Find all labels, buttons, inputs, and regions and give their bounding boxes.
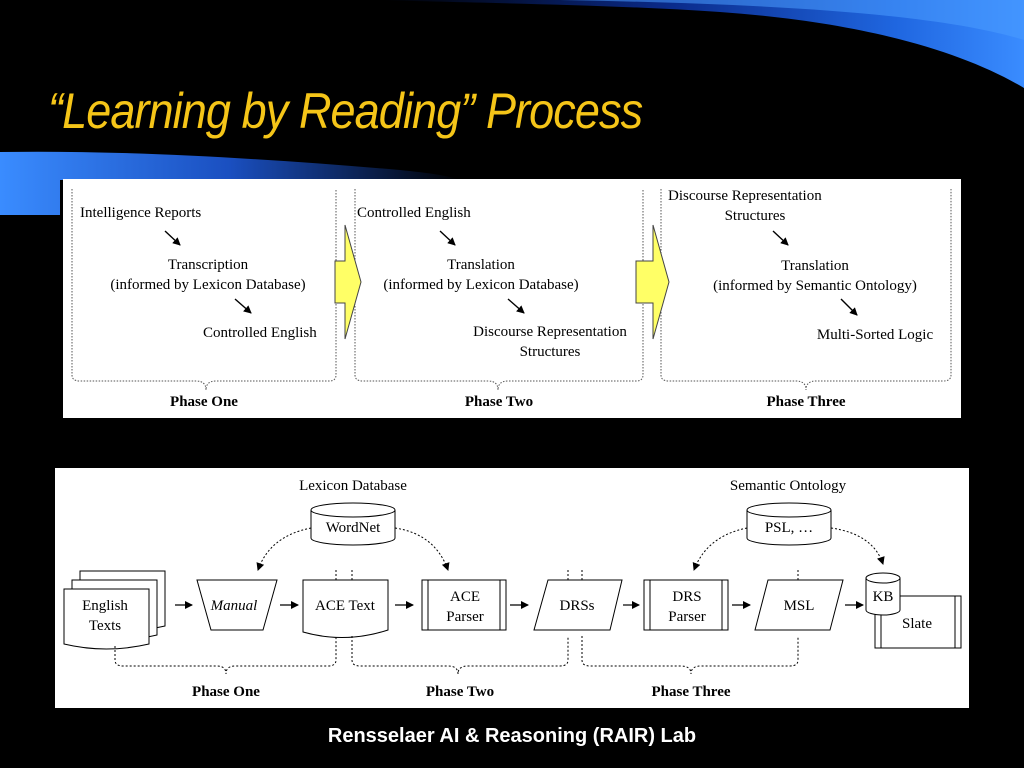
wordnet-label: WordNet — [326, 520, 381, 536]
bottom-phase-three-bracket — [581, 636, 799, 675]
ace-parser-label-cont: Parser — [446, 609, 484, 625]
bottom-phase-one-bracket — [114, 636, 337, 675]
phase-one-process: Transcription — [168, 257, 249, 273]
phase-two-process-note: (informed by Lexicon Database) — [383, 277, 578, 293]
phase-three-input: Discourse Representation — [668, 188, 822, 204]
ace-parser-label: ACE — [450, 589, 480, 605]
kb-database: KB — [865, 572, 901, 616]
phase-three-process: Translation — [781, 258, 849, 274]
manual-label: Manual — [210, 598, 258, 614]
phase-one-bracket — [71, 189, 337, 391]
bottom-phase-one-label: Phase One — [192, 684, 260, 700]
msl-label: MSL — [784, 598, 815, 614]
ace-text-label: ACE Text — [315, 598, 376, 614]
footer-credit: Rensselaer AI & Reasoning (RAIR) Lab — [327, 725, 697, 747]
ontology-to-kb-arrow — [830, 527, 885, 565]
phase-one-output: Controlled English — [203, 325, 317, 341]
left-swoosh — [0, 151, 460, 215]
slate-node: Slate — [874, 595, 962, 649]
lexicon-to-manual-arrow — [256, 527, 312, 571]
phase-three-input-cont: Structures — [725, 208, 786, 224]
phase-one-process-note: (informed by Lexicon Database) — [110, 277, 305, 293]
psl-database: PSL, … — [746, 502, 832, 546]
lexicon-database-label: Lexicon Database — [299, 478, 407, 494]
bottom-phase-two-bracket — [351, 636, 569, 675]
semantic-ontology-label: Semantic Ontology — [730, 478, 847, 494]
ace-parser-node: ACE Parser — [421, 579, 507, 631]
ace-text-node: ACE Text — [302, 579, 389, 638]
slate-label: Slate — [902, 616, 932, 632]
phase-two-bracket — [354, 189, 644, 391]
drs-parser-node: DRS Parser — [643, 579, 729, 631]
pipeline-flowchart: Lexicon Database WordNet Semantic Ontolo… — [55, 468, 969, 708]
phase-three-label: Phase Three — [766, 394, 845, 410]
kb-label: KB — [873, 589, 894, 605]
phase-transition-arrow-2 — [635, 224, 670, 340]
msl-node: MSL — [754, 579, 844, 631]
drss-node: DRSs — [533, 579, 623, 631]
slide-title: “Learning by Reading” Process — [48, 83, 643, 139]
ontology-to-drs-parser-arrow — [692, 527, 748, 571]
phase-two-process: Translation — [447, 257, 515, 273]
phase-one-input: Intelligence Reports — [80, 205, 201, 221]
phase-one-label: Phase One — [170, 394, 238, 410]
phase-three-process-note: (informed by Semantic Ontology) — [713, 278, 917, 294]
phase-three-bracket — [660, 189, 952, 391]
bottom-phase-two-label: Phase Two — [426, 684, 494, 700]
phase-two-input: Controlled English — [357, 205, 471, 221]
drs-parser-label: DRS — [672, 589, 701, 605]
phase-overview-diagram: Intelligence Reports Transcription (info… — [63, 179, 961, 418]
english-texts-node: English Texts — [63, 570, 166, 650]
english-texts-label-cont: Texts — [89, 618, 121, 634]
drss-label: DRSs — [559, 598, 594, 614]
phase-two-output: Discourse Representation — [473, 324, 627, 340]
drs-parser-label-cont: Parser — [668, 609, 706, 625]
top-swoosh-highlight — [560, 0, 1024, 40]
wordnet-database: WordNet — [310, 502, 396, 546]
phase-two-output-cont: Structures — [520, 344, 581, 360]
phase-transition-arrow-1 — [334, 224, 362, 340]
top-swoosh — [380, 0, 1024, 88]
phase-three-output: Multi-Sorted Logic — [817, 327, 934, 343]
lexicon-to-ace-parser-arrow — [394, 527, 450, 571]
manual-node: Manual — [196, 579, 278, 631]
psl-label: PSL, … — [765, 520, 813, 536]
english-texts-label: English — [82, 598, 128, 614]
bottom-phase-three-label: Phase Three — [651, 684, 730, 700]
phase-two-label: Phase Two — [465, 394, 533, 410]
